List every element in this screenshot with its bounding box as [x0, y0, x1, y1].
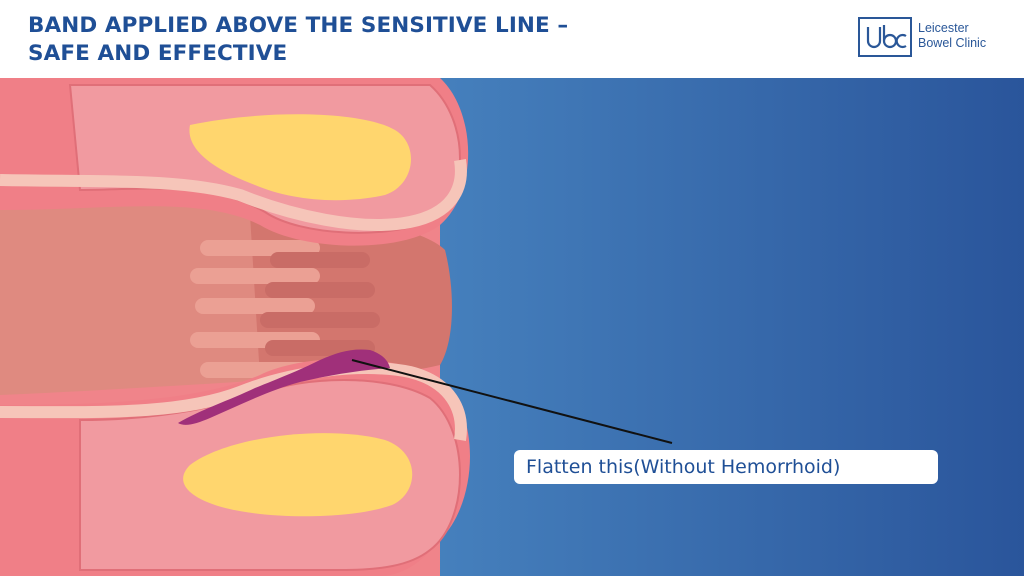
flattened-hemorrhoid — [178, 349, 390, 425]
title-line-2: SAFE AND EFFECTIVE — [28, 41, 288, 66]
logo-mark — [858, 17, 912, 57]
anal-columns — [190, 240, 320, 378]
logo-name-line-2: Bowel Clinic — [918, 36, 987, 50]
anatomy-illustration — [0, 78, 1024, 576]
title-line-1: BAND APPLIED ABOVE THE SENSITIVE LINE – — [28, 13, 569, 38]
clinic-logo: Leicester Bowel Clinic — [858, 17, 1008, 59]
callout-label: Flatten this(Without Hemorrhoid) — [514, 450, 938, 484]
callout-pointer-line — [351, 359, 673, 444]
logo-name-line-1: Leicester — [918, 21, 969, 35]
page-title: BAND APPLIED ABOVE THE SENSITIVE LINE – … — [28, 12, 688, 68]
lower-fat-pad — [183, 433, 413, 517]
ubc-monogram-icon — [866, 25, 907, 49]
upper-lining — [0, 159, 467, 231]
logo-wordmark: Leicester Bowel Clinic — [918, 21, 986, 51]
upper-fat-pad — [189, 114, 412, 201]
header-bar: BAND APPLIED ABOVE THE SENSITIVE LINE – … — [0, 0, 1024, 78]
